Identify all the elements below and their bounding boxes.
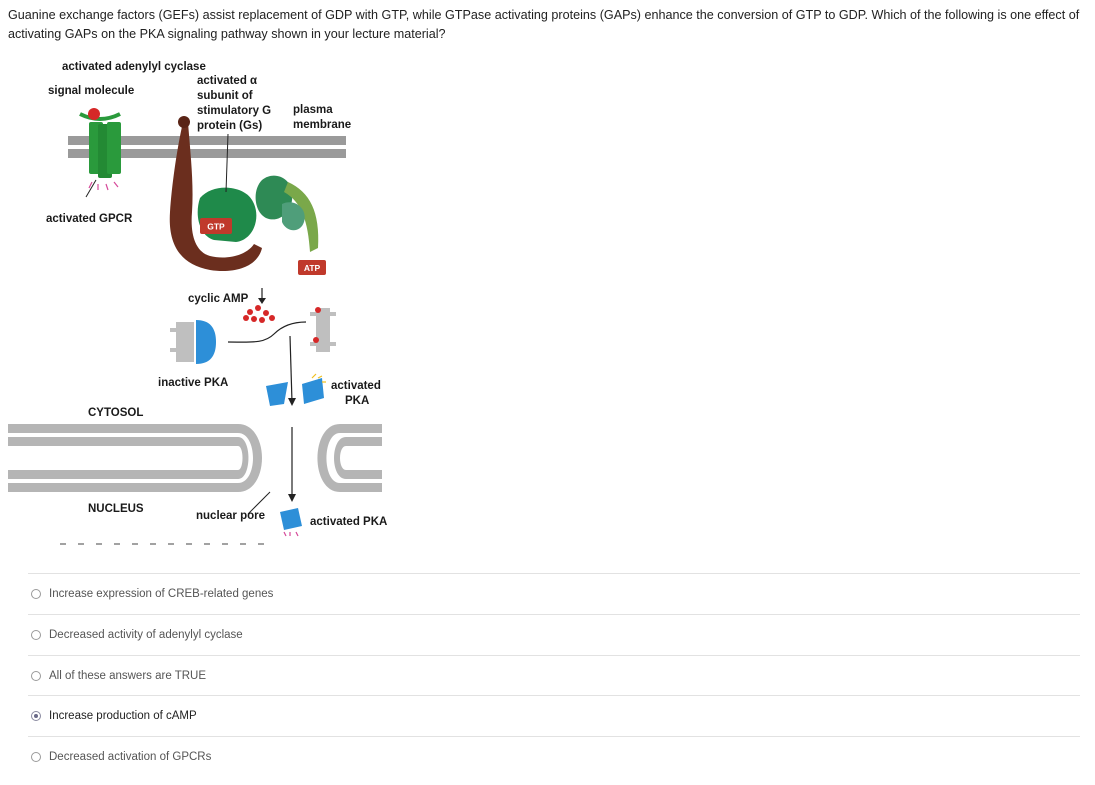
separator [28,614,1080,615]
label-inactive-pka: inactive PKA [158,377,228,389]
atp-label: ATP [304,263,321,273]
activated-pka-cytosol [266,373,326,406]
inactive-pka [170,320,216,364]
label-activated-pka-nucleus: activated PKA [310,516,387,528]
option-label: Increase production of cAMP [49,710,197,722]
arrow-to-active [289,335,293,403]
separator [28,655,1080,656]
gtp-tag [200,218,232,234]
label-alpha-line2: subunit of [197,90,253,102]
label-nuclear-pore: nuclear pore [196,510,265,522]
adenylyl-cyclase [169,116,262,272]
label-nucleus: NUCLEUS [88,503,144,515]
option-gpcr-activation[interactable]: Decreased activation of GPCRs [31,747,211,767]
radio-button-selected[interactable] [31,711,41,721]
label-activated-pka-1: activated [331,380,381,392]
gs-beta-gamma [255,175,319,252]
gs-alpha-subunit: GTP [197,133,257,242]
separator [28,695,1080,696]
label-activated-adenylyl-cyclase: activated adenylyl cyclase [62,61,206,73]
label-cytosol: CYTOSOL [88,407,143,419]
label-cyclic-amp: cyclic AMP [188,293,249,305]
gtp-label: GTP [207,222,225,232]
question-text: Guanine exchange factors (GEFs) assist r… [8,8,1080,41]
pka-regulatory-camp [310,307,336,352]
radio-button[interactable] [31,630,41,640]
option-label: All of these answers are TRUE [49,670,207,682]
option-label: Increase expression of CREB-related gene… [49,588,274,600]
radio-button[interactable] [31,671,41,681]
separator [28,736,1080,737]
camp-binding-arrow [227,321,307,343]
camp-molecules [243,305,275,323]
atp-tag [298,260,326,275]
option-all-true[interactable]: All of these answers are TRUE [31,666,206,686]
option-creb-genes[interactable]: Increase expression of CREB-related gene… [31,584,273,604]
separator [28,573,1080,574]
activated-pka-nucleus [280,508,302,537]
plasma-membrane [68,136,346,158]
option-label: Decreased activation of GPCRs [49,751,212,763]
label-activated-pka-2: PKA [345,395,369,407]
nuclear-envelope [8,424,382,492]
nuclear-pore-pointer [247,491,271,515]
option-label: Decreased activity of adenylyl cyclase [49,629,243,641]
option-adenylyl-cyclase[interactable]: Decreased activity of adenylyl cyclase [31,625,243,645]
gpcr-receptor [79,108,121,198]
label-plasma: plasma [293,104,333,116]
label-signal-molecule: signal molecule [48,85,134,97]
option-increase-camp[interactable]: Increase production of cAMP [31,706,197,726]
label-alpha-line1: activated α [197,75,257,87]
radio-button[interactable] [31,589,41,599]
pka-pathway-diagram: GTP ATP [0,52,400,552]
label-membrane: membrane [293,119,351,131]
label-activated-gpcr: activated GPCR [46,213,133,225]
label-alpha-line4: protein (Gs) [197,120,262,132]
label-alpha-line3: stimulatory G [197,105,271,117]
signal-molecule-dot [88,108,100,120]
pathway-svg: GTP ATP [8,61,387,545]
radio-button[interactable] [31,752,41,762]
